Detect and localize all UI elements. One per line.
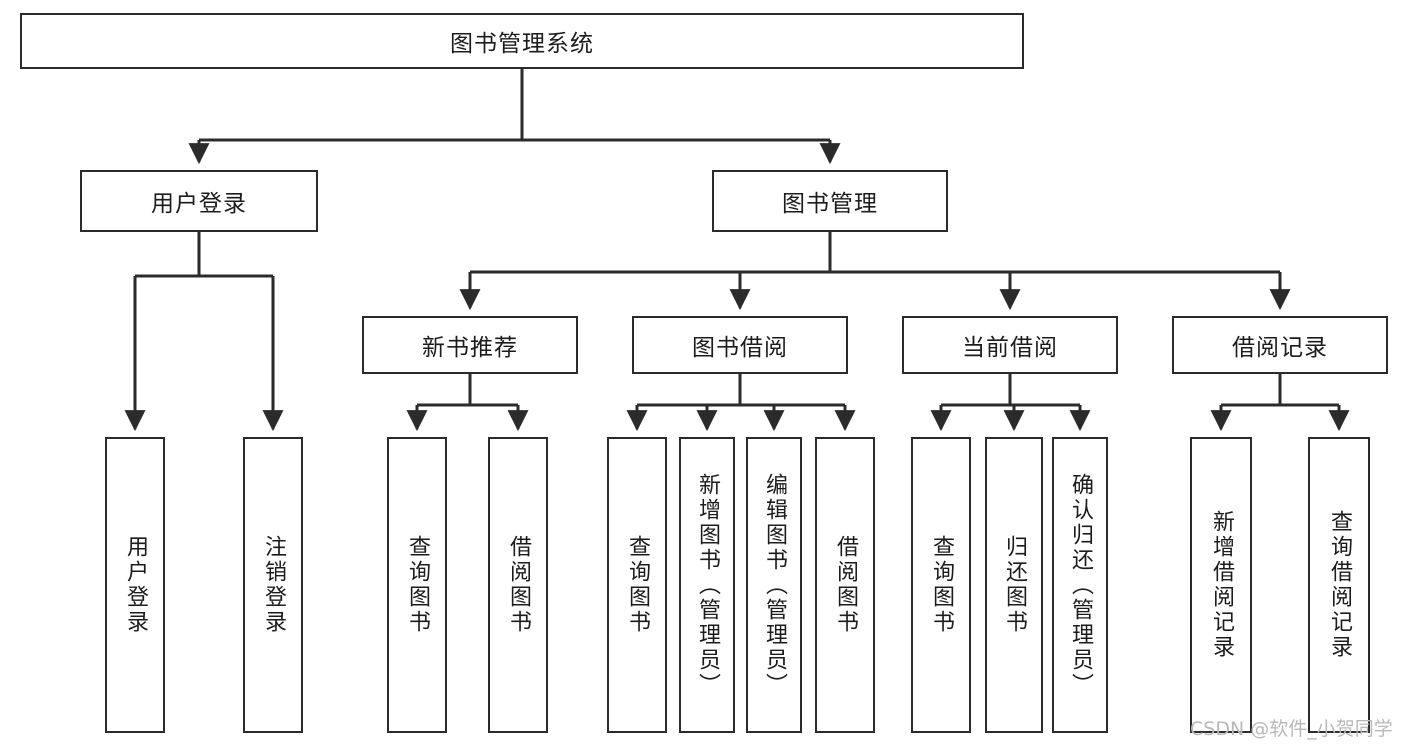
node-leaf-edit-book-admin[interactable]: 编辑图书（管理员） xyxy=(746,437,802,733)
node-current-borrow[interactable]: 当前借阅 xyxy=(902,316,1118,374)
node-leaf-query-book-2[interactable]: 查询图书 xyxy=(607,437,667,733)
csdn-watermark: CSDN @软件_小贺同学 xyxy=(1190,718,1393,740)
node-leaf-query-book-1[interactable]: 查询图书 xyxy=(387,437,447,733)
node-leaf-confirm-return-admin[interactable]: 确认归还（管理员） xyxy=(1052,437,1108,733)
node-book-borrow[interactable]: 图书借阅 xyxy=(632,316,848,374)
node-leaf-borrow-book-1-label: 借阅图书 xyxy=(506,535,531,635)
node-leaf-return-book[interactable]: 归还图书 xyxy=(985,437,1043,733)
node-leaf-query-borrow-record-label: 查询借阅记录 xyxy=(1327,510,1352,660)
node-leaf-add-book-admin-label: 新增图书（管理员） xyxy=(695,472,720,698)
node-book-management-label: 图书管理 xyxy=(782,191,878,217)
node-leaf-add-borrow-record-label: 新增借阅记录 xyxy=(1209,510,1234,660)
node-new-book-recommend[interactable]: 新书推荐 xyxy=(362,316,578,374)
node-new-book-recommend-label: 新书推荐 xyxy=(422,335,518,361)
node-leaf-confirm-return-admin-label: 确认归还（管理员） xyxy=(1068,472,1093,698)
node-leaf-add-book-admin[interactable]: 新增图书（管理员） xyxy=(679,437,735,733)
node-leaf-add-borrow-record[interactable]: 新增借阅记录 xyxy=(1190,437,1252,733)
node-leaf-return-book-label: 归还图书 xyxy=(1002,535,1027,635)
node-borrow-record-label: 借阅记录 xyxy=(1232,335,1328,361)
node-current-borrow-label: 当前借阅 xyxy=(962,335,1058,361)
node-leaf-query-book-2-label: 查询图书 xyxy=(625,535,650,635)
node-leaf-query-book-3[interactable]: 查询图书 xyxy=(911,437,971,733)
node-leaf-borrow-book-2[interactable]: 借阅图书 xyxy=(815,437,875,733)
node-user-login-label: 用户登录 xyxy=(151,191,247,217)
node-leaf-user-login-label: 用户登录 xyxy=(123,535,148,635)
node-leaf-query-borrow-record[interactable]: 查询借阅记录 xyxy=(1308,437,1370,733)
node-leaf-borrow-book-1[interactable]: 借阅图书 xyxy=(488,437,548,733)
node-leaf-query-book-3-label: 查询图书 xyxy=(929,535,954,635)
node-leaf-logout-login[interactable]: 注销登录 xyxy=(243,437,303,733)
node-root-label: 图书管理系统 xyxy=(450,31,594,57)
node-leaf-borrow-book-2-label: 借阅图书 xyxy=(833,535,858,635)
node-root[interactable]: 图书管理系统 xyxy=(20,13,1024,69)
node-book-borrow-label: 图书借阅 xyxy=(692,335,788,361)
node-leaf-query-book-1-label: 查询图书 xyxy=(405,535,430,635)
node-book-management[interactable]: 图书管理 xyxy=(712,170,948,232)
node-borrow-record[interactable]: 借阅记录 xyxy=(1172,316,1388,374)
node-leaf-edit-book-admin-label: 编辑图书（管理员） xyxy=(762,472,787,698)
node-leaf-user-login[interactable]: 用户登录 xyxy=(105,437,165,733)
node-leaf-logout-login-label: 注销登录 xyxy=(261,535,286,635)
node-user-login[interactable]: 用户登录 xyxy=(80,170,318,232)
